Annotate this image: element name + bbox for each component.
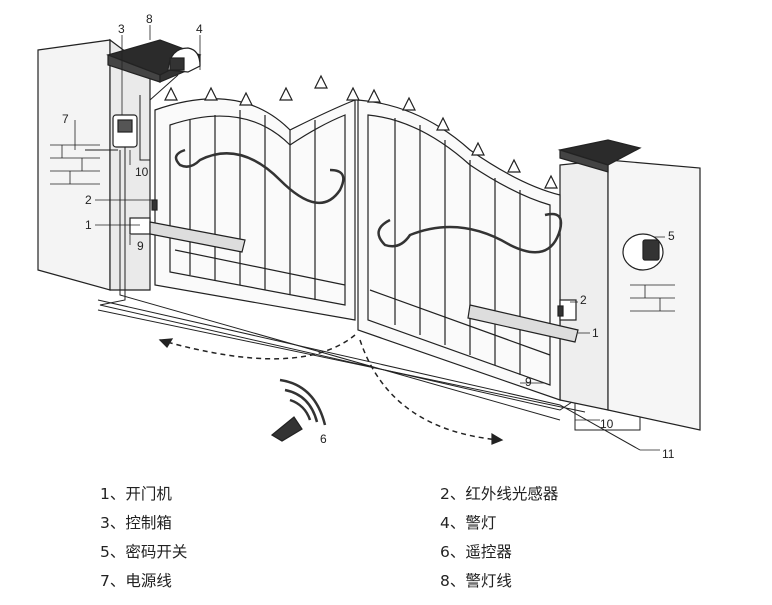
gate-right-leaf xyxy=(357,99,563,401)
legend-item: 6、遥控器 xyxy=(440,541,660,564)
ground-outline xyxy=(97,299,641,451)
warning-light-icon xyxy=(167,47,201,73)
gate-opener-left xyxy=(129,217,246,253)
legend-label: 警灯 xyxy=(465,514,497,532)
legend-num: 8、 xyxy=(440,572,466,590)
legend-item: 7、电源线 xyxy=(100,570,440,593)
legend-label: 密码开关 xyxy=(125,543,188,561)
swing-arrow-right xyxy=(359,339,501,441)
callout-1: 1 xyxy=(592,326,599,340)
callout-3: 3 xyxy=(118,22,125,36)
arrow-head xyxy=(158,338,174,348)
callout-8: 8 xyxy=(146,12,153,26)
callout-10: 10 xyxy=(600,417,614,431)
callout-leaders xyxy=(74,25,665,451)
callout-6: 6 xyxy=(320,432,327,446)
legend-num: 1、 xyxy=(100,485,126,503)
keypad-switch-icon xyxy=(622,233,664,271)
gate-spikes xyxy=(164,74,558,189)
callout-1: 1 xyxy=(85,218,92,232)
legend-num: 7、 xyxy=(100,572,126,590)
legend-item: 8、警灯线 xyxy=(440,570,660,593)
callout-4: 4 xyxy=(196,22,203,36)
legend-label: 遥控器 xyxy=(465,543,512,561)
legend-num: 4、 xyxy=(440,514,466,532)
callout-5: 5 xyxy=(668,229,675,243)
legend-num: 2、 xyxy=(440,485,466,503)
callout-2: 2 xyxy=(580,293,587,307)
arrow-head xyxy=(491,432,504,445)
legend-label: 警灯线 xyxy=(465,572,512,590)
right-pillar xyxy=(557,139,701,431)
wiring xyxy=(85,74,655,431)
callout-9: 9 xyxy=(525,375,532,389)
legend-item: 5、密码开关 xyxy=(100,541,440,564)
photo-sensor-icon xyxy=(151,199,564,317)
callout-9: 9 xyxy=(137,239,144,253)
legend-num: 3、 xyxy=(100,514,126,532)
legend-label: 电源线 xyxy=(125,572,172,590)
legend-item: 3、控制箱 xyxy=(100,512,440,535)
legend-num: 5、 xyxy=(100,543,126,561)
callout-10: 10 xyxy=(135,165,149,179)
left-pillar xyxy=(37,38,151,291)
gate-left-leaf xyxy=(154,98,356,321)
legend-label: 控制箱 xyxy=(125,514,172,532)
legend-item: 4、警灯 xyxy=(440,512,660,535)
callout-7: 7 xyxy=(62,112,69,126)
callout-11: 11 xyxy=(662,447,675,461)
callout-2: 2 xyxy=(85,193,92,207)
remote-control-icon xyxy=(270,378,327,442)
gate-opener-right xyxy=(467,299,579,343)
gate-opener-diagram: 3 8 4 7 10 2 1 9 5 2 1 9 10 11 6 xyxy=(37,12,701,461)
swing-arrow-left xyxy=(159,334,356,360)
legend-label: 开门机 xyxy=(125,485,172,503)
legend: 1、开门机 2、红外线光感器 3、控制箱 4、警灯 5、密码开关 6、遥控器 7… xyxy=(100,483,660,593)
callout-labels: 3 8 4 7 10 2 1 9 5 2 1 9 10 11 6 xyxy=(62,12,675,461)
legend-item: 1、开门机 xyxy=(100,483,440,506)
control-box-icon xyxy=(112,114,138,148)
legend-label: 红外线光感器 xyxy=(465,485,559,503)
legend-item: 2、红外线光感器 xyxy=(440,483,660,506)
legend-num: 6、 xyxy=(440,543,466,561)
